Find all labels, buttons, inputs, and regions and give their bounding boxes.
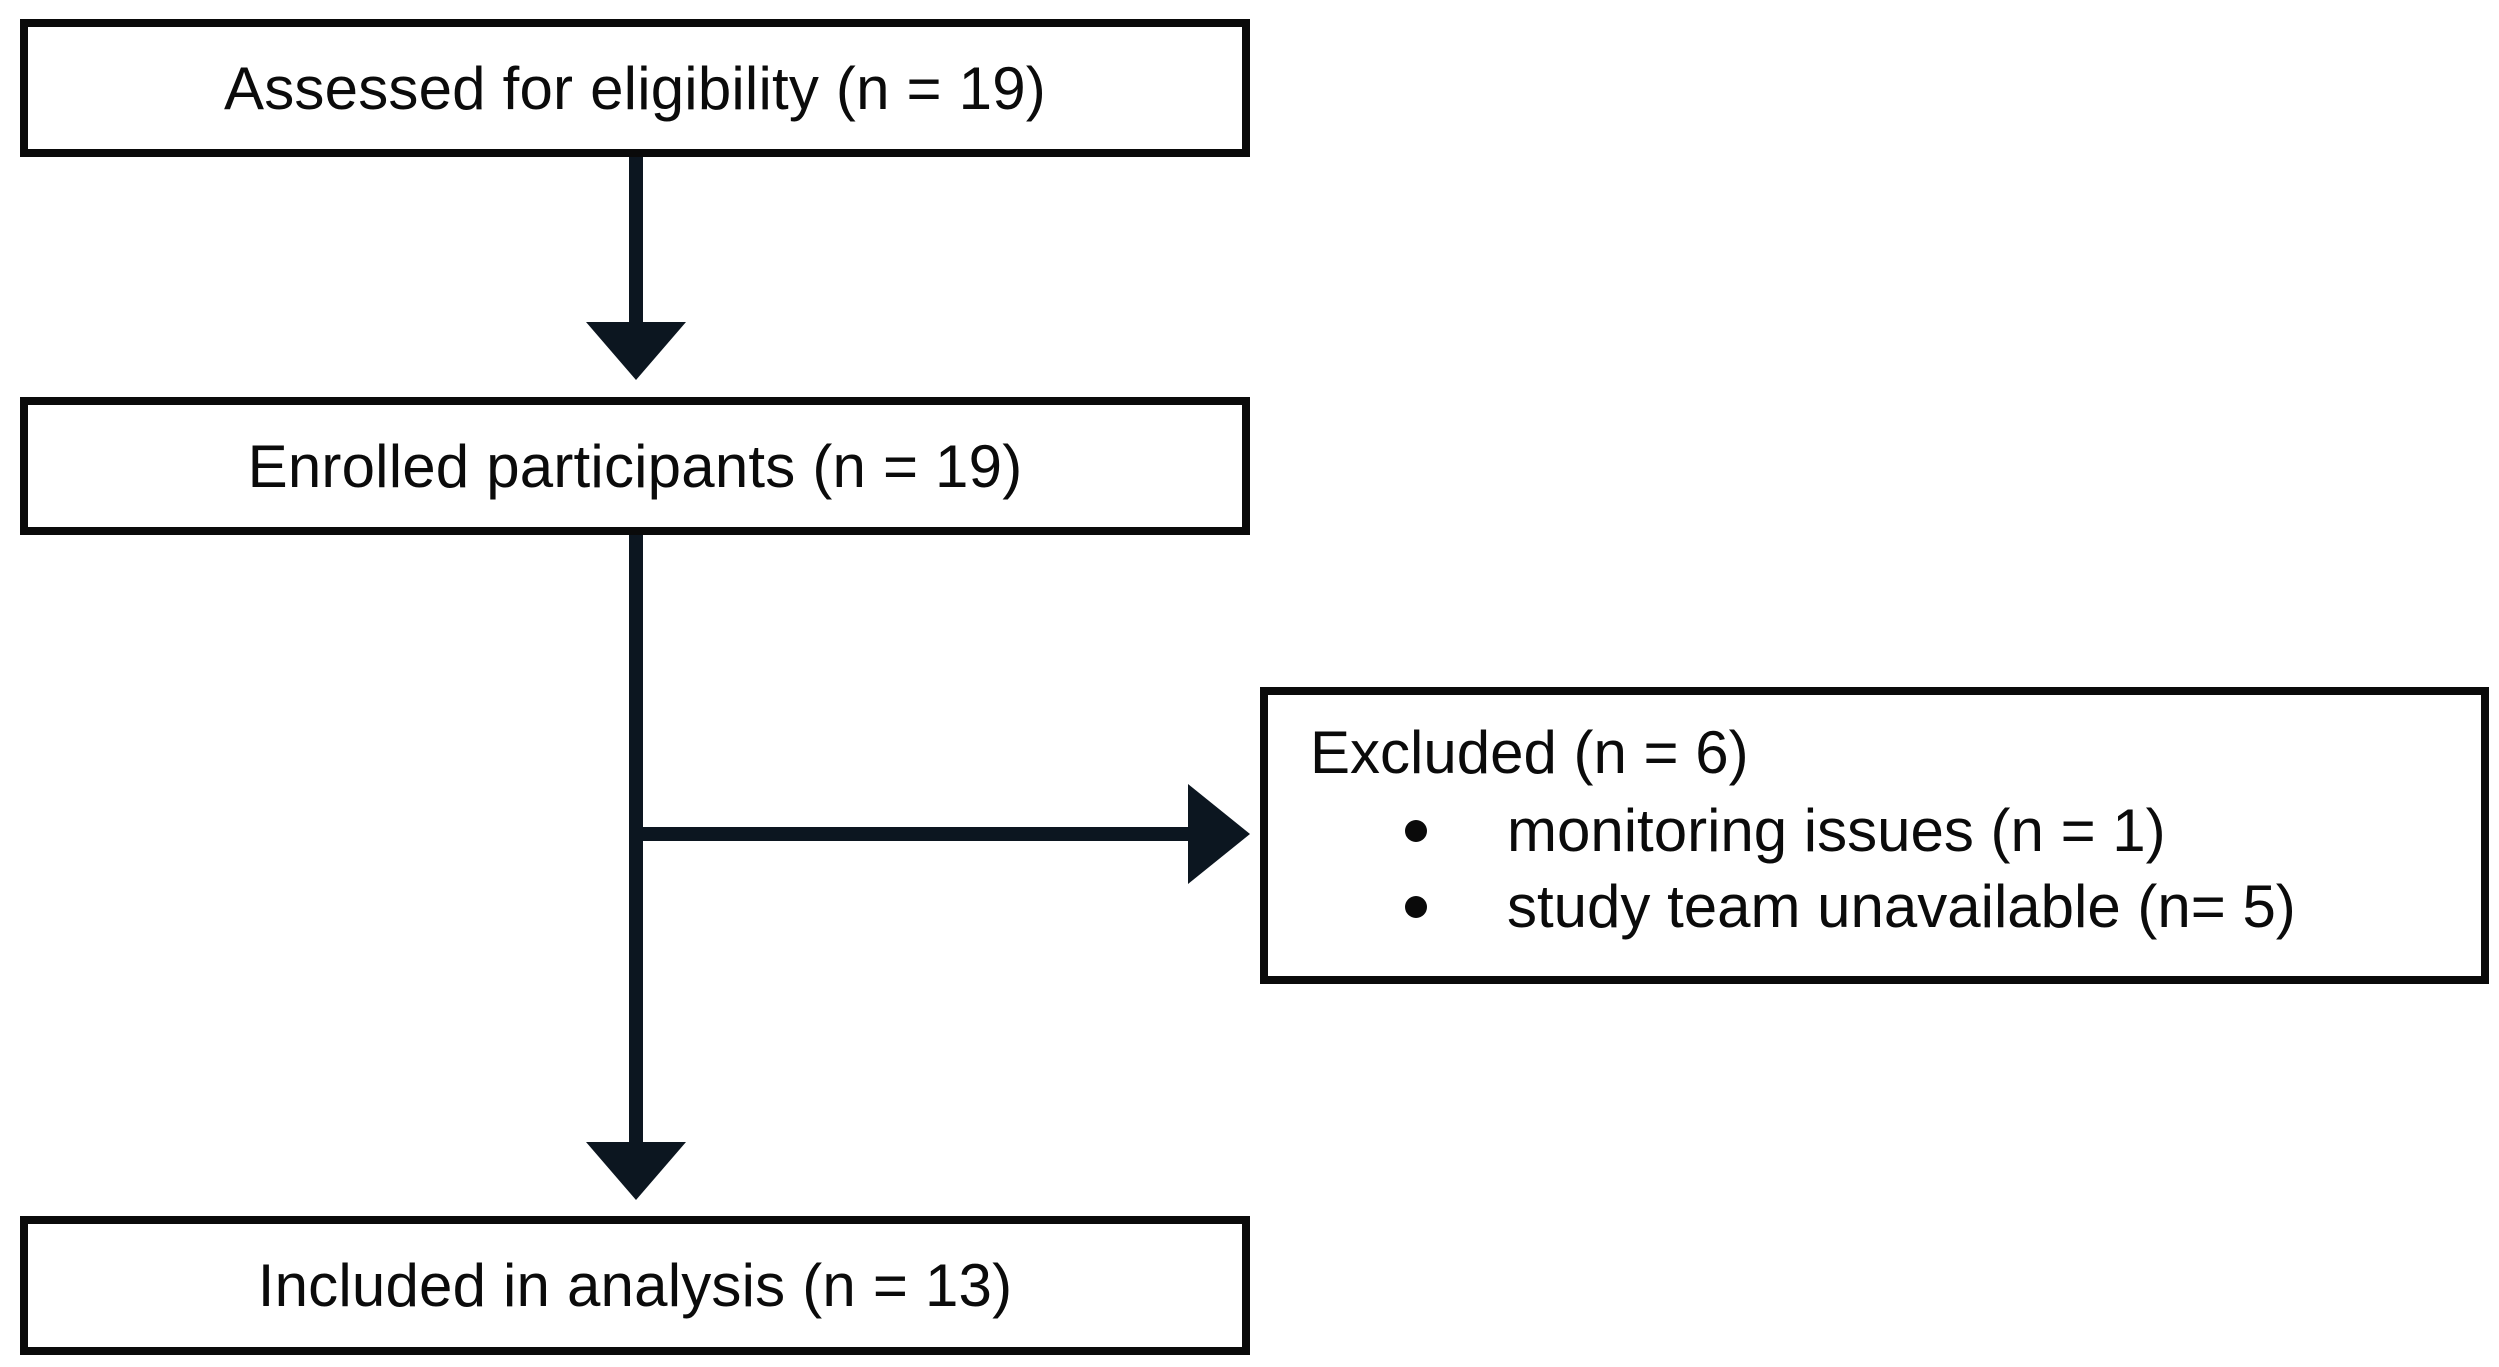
enrolled-participants-box: Enrolled participants (n = 19) [20, 397, 1250, 535]
excluded-title: Excluded (n = 6) [1310, 719, 1749, 786]
bullet-icon [1405, 896, 1427, 918]
enrolled-label: Enrolled participants (n = 19) [247, 432, 1023, 500]
exclusion-reason-item: study team unavailable (n= 5) [1310, 869, 2481, 945]
assessed-label: Assessed for eligibility (n = 19) [224, 54, 1046, 122]
arrowhead-right-excluded [1188, 784, 1250, 884]
assessed-for-eligibility-box: Assessed for eligibility (n = 19) [20, 19, 1250, 157]
included-label: Included in analysis (n = 13) [257, 1252, 1013, 1319]
exclusion-reasons-list: monitoring issues (n = 1) study team una… [1310, 793, 2481, 945]
included-in-analysis-box: Included in analysis (n = 13) [20, 1216, 1250, 1355]
exclusion-reason-label: study team unavailable (n= 5) [1507, 873, 2296, 940]
bullet-icon [1405, 820, 1427, 842]
exclusion-reason-label: monitoring issues (n = 1) [1507, 797, 2166, 864]
arrowhead-down-enrolled [586, 322, 686, 380]
excluded-box: Excluded (n = 6) monitoring issues (n = … [1260, 687, 2489, 984]
arrowhead-down-included [586, 1142, 686, 1200]
exclusion-reason-item: monitoring issues (n = 1) [1310, 793, 2481, 869]
